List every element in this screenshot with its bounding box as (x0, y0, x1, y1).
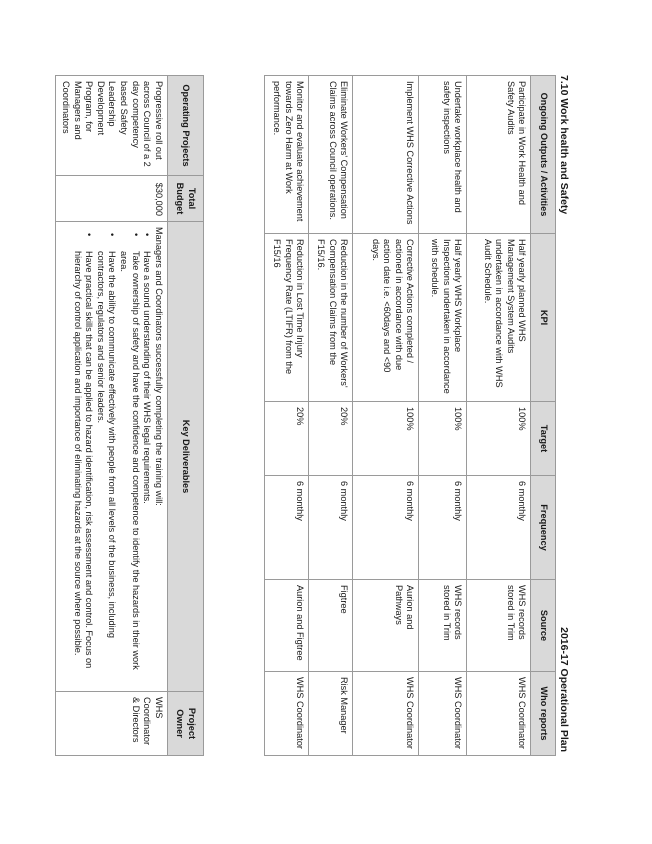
deliverables-intro: Managers and Coordinators successfully c… (153, 227, 164, 506)
col-header-activity: Ongoing Outputs / Activities (530, 75, 556, 234)
list-item: Have a sound understanding of their WHS … (141, 227, 152, 686)
kpi-cell: Reduction in the number of Workers' Comp… (308, 233, 353, 402)
budget-cell: $30,000 (55, 175, 168, 222)
source-cell: WHS records stored in Trim (418, 579, 467, 672)
target-cell: 20% (308, 401, 353, 476)
table-row: Implement WHS Corrective Actions Correct… (352, 75, 419, 756)
kpi-cell: Half yearly WHS Workplace Inspections un… (418, 233, 467, 402)
activity-cell: Eliminate Workers' Compensation Claims a… (308, 75, 353, 234)
who-cell: WHS Coordinator (418, 671, 467, 756)
frequency-cell: 6 monthly (418, 475, 467, 580)
activity-cell: Undertake workplace health and safety in… (418, 75, 467, 234)
col-header-total-budget: Total Budget (167, 175, 204, 222)
source-cell: Aurion and Pathways (352, 579, 419, 672)
source-cell: Aurion and Figtree (264, 579, 309, 672)
activity-cell: Monitor and evaluate achievement towards… (264, 75, 309, 234)
activity-cell: Participate in Work Health and Safety Au… (466, 75, 531, 234)
plan-title: 2016-17 Operational Plan (558, 627, 570, 752)
target-cell: 100% (466, 401, 531, 476)
frequency-cell: 6 monthly (466, 475, 531, 580)
list-item: Have the ability to communicate effectiv… (94, 227, 118, 686)
target-cell: 100% (352, 401, 419, 476)
col-header-operating-projects: Operating Projects (167, 75, 204, 176)
col-header-source: Source (530, 579, 556, 672)
who-cell: Risk Manager (308, 671, 353, 756)
target-cell: 100% (418, 401, 467, 476)
projects-header-row: Operating Projects Total Budget Key Deli… (167, 75, 204, 756)
col-header-key-deliverables: Key Deliverables (167, 221, 204, 692)
activity-cell: Implement WHS Corrective Actions (352, 75, 419, 234)
frequency-cell: 6 monthly (308, 475, 353, 580)
col-header-who-reports: Who reports (530, 671, 556, 756)
who-cell: WHS Coordinator (264, 671, 309, 756)
list-item: Take ownership of safety and have the co… (117, 227, 141, 686)
table-row: Undertake workplace health and safety in… (418, 75, 467, 756)
frequency-cell: 6 monthly (264, 475, 309, 580)
table-row: Monitor and evaluate achievement towards… (264, 75, 309, 756)
kpi-cell: Half yearly planned WHS Management Syste… (466, 233, 531, 402)
who-cell: WHS Coordinator (352, 671, 419, 756)
frequency-cell: 6 monthly (352, 475, 419, 580)
owner-cell: WHS Coordinator & Directors (55, 691, 168, 756)
kpi-cell: Reduction in Lost Time Injury Frequency … (264, 233, 309, 402)
kpi-table: Ongoing Outputs / Activities KPI Target … (264, 75, 556, 756)
kpi-header-row: Ongoing Outputs / Activities KPI Target … (530, 75, 556, 756)
col-header-target: Target (530, 401, 556, 476)
deliverables-cell: Managers and Coordinators successfully c… (55, 221, 168, 692)
who-cell: WHS Coordinator (466, 671, 531, 756)
source-cell: Figtree (308, 579, 353, 672)
table-row: Participate in Work Health and Safety Au… (466, 75, 531, 756)
deliverables-list: Have a sound understanding of their WHS … (71, 227, 153, 686)
table-row: Progressive roll out across Council of a… (55, 75, 168, 756)
target-cell: 20% (264, 401, 309, 476)
kpi-cell: Corrective Actions completed / actioned … (352, 233, 419, 402)
col-header-frequency: Frequency (530, 475, 556, 580)
source-cell: WHS records stored in Trim (466, 579, 531, 672)
operating-projects-table: Operating Projects Total Budget Key Deli… (55, 75, 204, 756)
list-item: Have practical skills that can be applie… (71, 227, 95, 686)
section-title: 7.10 Work health and Safety (558, 75, 570, 215)
project-cell: Progressive roll out across Council of a… (55, 75, 168, 176)
col-header-kpi: KPI (530, 233, 556, 402)
table-row: Eliminate Workers' Compensation Claims a… (308, 75, 353, 756)
col-header-project-owner: Project Owner (167, 691, 204, 756)
